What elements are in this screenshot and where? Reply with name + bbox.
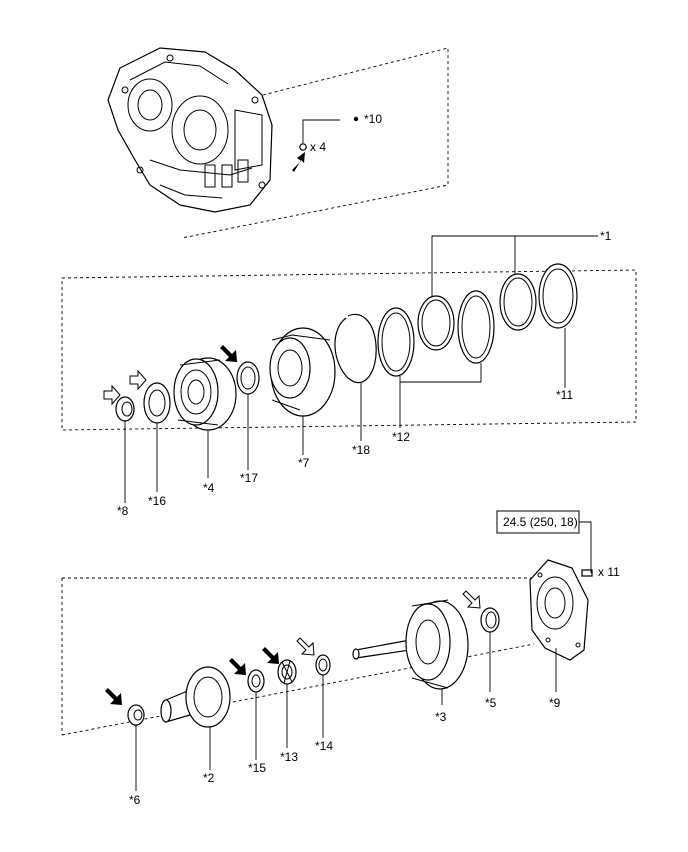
arrow-black-icon [105,688,122,705]
callout-18: *18 [352,443,370,457]
part-5 [462,590,500,692]
part-4 [173,357,237,478]
callout-7: *7 [298,456,310,470]
part-14 [296,637,331,738]
bolt-part [581,569,593,577]
callout-10: *10 [364,112,382,126]
arrow-white-icon [296,637,315,656]
callout-16: *16 [148,494,166,508]
arrow-black-icon [220,345,237,362]
part-2 [160,666,231,770]
callout-11: *11 [556,388,573,402]
arrow-black-icon [229,658,246,675]
bolt-group [496,510,593,577]
callout-6: *6 [129,793,141,807]
part-11 [538,263,578,388]
callout-4: *4 [203,481,215,495]
arrow-white-icon [462,590,481,609]
part-9 [529,559,589,692]
callout-9: *9 [549,696,561,710]
part-7 [269,327,336,455]
arrow-white-icon [129,369,147,391]
callout-15: *15 [248,761,266,775]
part-1 [417,235,598,351]
callout-13: *13 [280,750,298,764]
part-8 [103,384,135,503]
callout-1: *1 [600,229,612,243]
callout-12: *12 [392,430,410,444]
part-6 [105,688,145,791]
callout-5: *5 [485,696,497,710]
callout-3: *3 [435,710,447,724]
torque-box [496,510,580,534]
plug-group [292,116,359,172]
part-13 [262,647,297,748]
plug-qty-label: x 4 [310,140,326,154]
callout-2: *2 [203,771,215,785]
callout-14: *14 [315,739,333,753]
torque-spec-label: 24.5 (250, 18) [503,515,578,529]
part-18 [334,313,377,441]
plug-part [299,143,307,151]
part-15 [229,658,265,760]
arrow-black-icon [292,152,305,172]
arrow-black-icon [262,647,279,664]
part-17 [220,345,260,470]
callout-8: *8 [117,504,129,518]
callout-17: *17 [240,471,258,485]
arrow-white-icon [103,384,121,406]
transaxle-case [107,47,273,213]
part-12 [377,290,495,428]
part-16 [129,369,171,492]
bolt-qty-label: x 11 [598,565,620,579]
part-3 [352,599,469,705]
bullet-marker [353,116,359,122]
guide-box-middle [61,269,637,431]
guide-line-top [181,47,449,239]
